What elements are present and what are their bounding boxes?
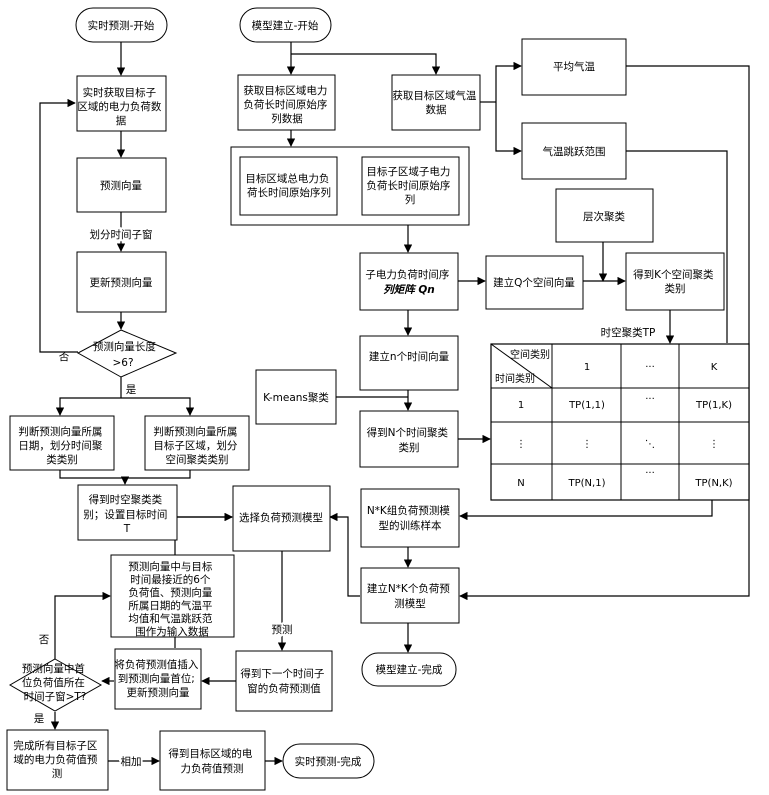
decision-window: 预测向量中首 位负荷值所在 时间子窗>T? — [10, 659, 101, 711]
node-insert-value: 将负荷预测值插入 到预测向量首位; 更新预测向量 — [114, 649, 201, 709]
node-label: 预测向量 — [100, 179, 142, 192]
node-label: 实时预测-开始 — [88, 19, 155, 32]
node-temp-range: 气温跳跃范围 — [522, 123, 626, 179]
st-cluster-table: 空间类别 时间类别 1 ··· K 1 TP(1,1) ··· TP(1,K) … — [491, 344, 749, 500]
table-header-time: 时间类别 — [495, 372, 535, 385]
node-label: 建立n个时间向量 — [369, 350, 450, 363]
table-cell: TP(N,1) — [568, 478, 606, 489]
group-raw-sequences: 目标区域总电力负 荷长时间原始序列 目标子区域子电力 负荷长时间原始序 列 — [231, 147, 469, 225]
node-q-vectors: 建立Q个空间向量 — [486, 256, 583, 309]
node-label: 预测向量中首 位负荷值所在 时间子窗>T? — [22, 662, 88, 703]
node-get-temp-data: 获取目标区域气温 数据 — [392, 75, 480, 130]
node-build-models: 建立N*K个负荷预 测模型 — [361, 568, 459, 623]
node-label: 建立Q个空间向量 — [493, 276, 575, 289]
table-cell: ··· — [645, 468, 655, 479]
node-avg-temp: 平均气温 — [522, 39, 626, 95]
node-complete-all: 完成所有目标子区 域的电力负荷值预 测 — [7, 730, 108, 790]
edge-label-predict: 预测 — [272, 623, 293, 636]
node-label: 将负荷预测值插入 到预测向量首位; 更新预测向量 — [114, 658, 201, 699]
node-next-value: 得到下一个时间子 窗的负荷预测值 — [236, 651, 332, 711]
table-cell: ⋱ — [645, 439, 655, 450]
node-kmeans: K-means聚类 — [256, 370, 336, 424]
node-label: 模型建立-完成 — [376, 663, 443, 676]
node-label: 更新预测向量 — [90, 276, 153, 289]
node-n-clusters: 得到N个时间聚类 类别 — [360, 411, 458, 467]
table-caption: 时空聚类TP — [601, 326, 656, 339]
node-label: 层次聚类 — [583, 210, 625, 223]
node-k-clusters: 得到K个空间聚类 类别 — [626, 253, 724, 310]
node-predict-vector: 预测向量 — [77, 158, 166, 212]
node-judge-date: 判断预测向量所属 日期，划分时间聚 类类别 — [10, 416, 114, 470]
node-acquire-data: 实时获取目标子 区域的电力负荷数 据 — [77, 76, 166, 131]
edge-label-no: 否 — [39, 634, 50, 646]
node-label: 实时预测-完成 — [295, 755, 362, 768]
node-training-samples: N*K组负荷预测模 型的训练样本 — [361, 489, 459, 547]
edge-label-yes: 是 — [126, 384, 137, 396]
node-label: 模型建立-开始 — [252, 19, 319, 32]
table-cell: 1 — [518, 400, 524, 411]
node-get-st-class: 得到时空聚类类 别；设置目标时间 T — [78, 485, 177, 540]
node-update-vector: 更新预测向量 — [77, 252, 166, 312]
table-cell: N — [517, 478, 524, 489]
table-col-header: 1 — [584, 362, 590, 373]
edge-label-divide-window: 划分时间子窗 — [90, 228, 153, 241]
node-input-data: 预测向量中与目标 时间最接近的6个 负荷值、预测向量 所属日期的气温平 均值和气… — [111, 555, 234, 638]
table-col-header: K — [711, 362, 718, 373]
table-header-space: 空间类别 — [510, 348, 550, 361]
node-label: 判断预测向量所属 目标子区域，划分 空间聚类类别 — [153, 425, 240, 466]
edge-label-yes: 是 — [34, 713, 45, 725]
node-hier-cluster: 层次聚类 — [556, 189, 653, 242]
node-load-matrix: 子电力负荷时间序 列矩阵 Qn — [360, 253, 458, 310]
table-cell: TP(1,1) — [568, 400, 605, 411]
node-judge-area: 判断预测向量所属 目标子区域，划分 空间聚类类别 — [145, 416, 249, 470]
node-realtime-start: 实时预测-开始 — [76, 8, 167, 42]
node-label: 平均气温 — [553, 60, 595, 73]
node-region-value: 得到目标区域的电 力负荷值预测 — [160, 731, 265, 790]
table-cell: ⋮ — [709, 439, 719, 450]
node-label: 选择负荷预测模型 — [239, 511, 323, 524]
node-get-load-data: 获取目标区域电力 负荷长时间原始序 列数据 — [238, 75, 335, 130]
table-cell: ⋮ — [516, 439, 526, 450]
node-model-start: 模型建立-开始 — [240, 8, 331, 42]
node-realtime-end: 实时预测-完成 — [283, 744, 374, 778]
table-cell: ··· — [645, 394, 655, 405]
table-cell: TP(1,K) — [695, 400, 732, 411]
edge-label-no: 否 — [59, 351, 70, 363]
table-cell: TP(N,K) — [694, 478, 732, 489]
edge-label-add: 相加 — [121, 755, 142, 768]
node-n-vectors: 建立n个时间向量 — [360, 336, 458, 390]
table-col-header: ··· — [645, 362, 655, 373]
decision-vector-length: 预测向量长度 >6? — [78, 330, 176, 377]
node-label: 气温跳跃范围 — [543, 145, 606, 158]
node-model-end: 模型建立-完成 — [362, 653, 456, 686]
node-select-model: 选择负荷预测模型 — [233, 486, 330, 551]
node-label: K-means聚类 — [263, 391, 329, 404]
table-cell: ⋮ — [582, 439, 592, 450]
